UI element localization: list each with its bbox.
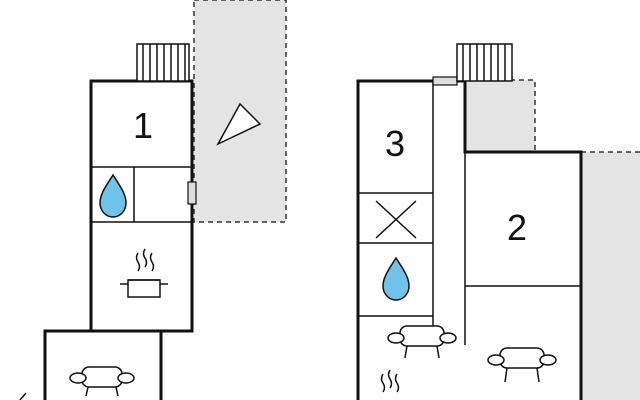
compass-pointer-icon (216, 102, 262, 146)
window-right (432, 76, 458, 86)
window-left (187, 181, 197, 205)
left-building (43, 79, 194, 400)
cooking-pot-icon (380, 369, 400, 393)
stairs-icon (456, 43, 513, 82)
water-drop-icon (382, 256, 410, 301)
terrace-right (580, 151, 640, 400)
water-drop-icon (99, 173, 127, 218)
stairs-icon (136, 43, 190, 82)
right-building (356, 79, 583, 400)
terrace-right-top (464, 79, 536, 153)
armchair-icon (487, 347, 557, 383)
room-number-3: 3 (385, 123, 405, 164)
armchair-icon (387, 325, 457, 359)
armchair-icon (69, 366, 135, 397)
edge-line (19, 392, 27, 400)
closet-x-icon (375, 200, 417, 239)
cooking-pot-icon (120, 248, 168, 298)
room-number-1: 1 (133, 105, 153, 146)
room-number-2: 2 (507, 207, 527, 248)
